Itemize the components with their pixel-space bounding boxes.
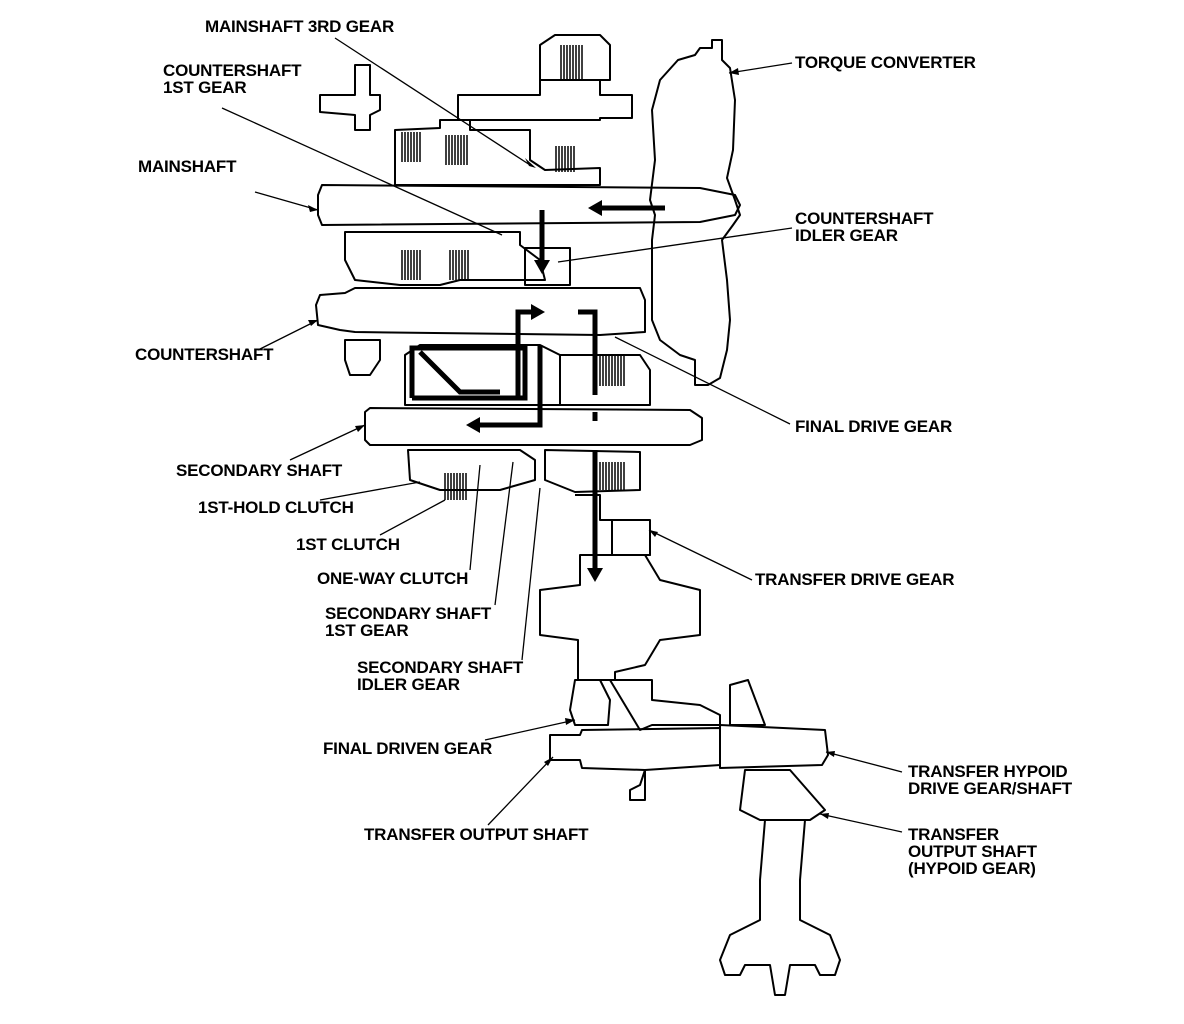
arrowhead-mainshaft [588, 200, 602, 216]
label-1st-hold-clutch: 1ST-HOLD CLUTCH [198, 498, 354, 517]
final-drive-gear-lower-block [544, 449, 641, 493]
hypoid-drive-gear-teeth-top [729, 679, 766, 726]
transfer-drive-gear [611, 519, 651, 556]
label-final-drive-gear: FINAL DRIVE GEAR [795, 417, 953, 436]
label-secondary-shaft-idler-gear: SECONDARY SHAFT IDLER GEAR [357, 658, 524, 694]
secondary-shaft-clutch-lower [407, 449, 536, 491]
final-driven-gear [569, 679, 611, 726]
torque-converter-shape [649, 39, 741, 386]
mainshaft-shape [317, 184, 741, 226]
transfer-hypoid-drive-gear [719, 724, 829, 769]
mainshaft-top-gear-block [457, 79, 633, 121]
transfer-housing [609, 679, 721, 731]
power-flow-arrowheads [466, 200, 603, 582]
arrowhead-transfer [587, 568, 603, 582]
label-torque-converter: TORQUE CONVERTER [795, 53, 976, 72]
arrowhead-idler [534, 260, 550, 274]
leader-arrowheads [308, 68, 835, 819]
label-mainshaft-3rd-gear: MAINSHAFT 3RD GEAR [205, 17, 395, 36]
label-countershaft: COUNTERSHAFT [135, 345, 274, 364]
label-mainshaft: MAINSHAFT [138, 157, 237, 176]
clutch-pack-hatching [401, 45, 625, 500]
label-secondary-shaft: SECONDARY SHAFT [176, 461, 343, 480]
label-transfer-output-shaft-hypoid-gear: TRANSFER OUTPUT SHAFT (HYPOID GEAR) [908, 825, 1037, 878]
label-countershaft-1st-gear: COUNTERSHAFT 1ST GEAR [163, 61, 302, 97]
hypoid-ring-gear [739, 769, 826, 821]
transfer-output-shaft-vertical [719, 819, 841, 996]
mainshaft-clutch-drum-upper [394, 119, 601, 186]
mainshaft-3rd-gear-clutch [539, 34, 611, 81]
differential-housing [539, 494, 701, 681]
countershaft-lower-gear [344, 339, 381, 376]
label-transfer-drive-gear: TRANSFER DRIVE GEAR [755, 570, 955, 589]
final-drive-gear-block [559, 354, 651, 406]
label-final-driven-gear: FINAL DRIVEN GEAR [323, 739, 493, 758]
power-flow-path [409, 205, 665, 570]
label-1st-clutch: 1ST CLUTCH [296, 535, 400, 554]
label-secondary-shaft-1st-gear: SECONDARY SHAFT 1ST GEAR [325, 604, 492, 640]
mainshaft-left-gear [319, 64, 381, 131]
leader-lines [221, 37, 903, 833]
label-countershaft-idler-gear: COUNTERSHAFT IDLER GEAR [795, 209, 934, 245]
label-one-way-clutch: ONE-WAY CLUTCH [317, 569, 469, 588]
arrowhead-secondary [466, 417, 480, 433]
countershaft-idler-gear [524, 247, 571, 286]
secondary-shaft-shape [364, 407, 703, 446]
mainshaft-lower-clutch-group [344, 231, 546, 286]
label-transfer-output-shaft: TRANSFER OUTPUT SHAFT [364, 825, 589, 844]
transfer-output-shaft-shape [549, 727, 721, 801]
label-transfer-hypoid-drive-gear-shaft: TRANSFER HYPOID DRIVE GEAR/SHAFT [908, 762, 1072, 798]
arrowhead-countershaft [531, 304, 545, 320]
countershaft-shape [315, 287, 646, 336]
